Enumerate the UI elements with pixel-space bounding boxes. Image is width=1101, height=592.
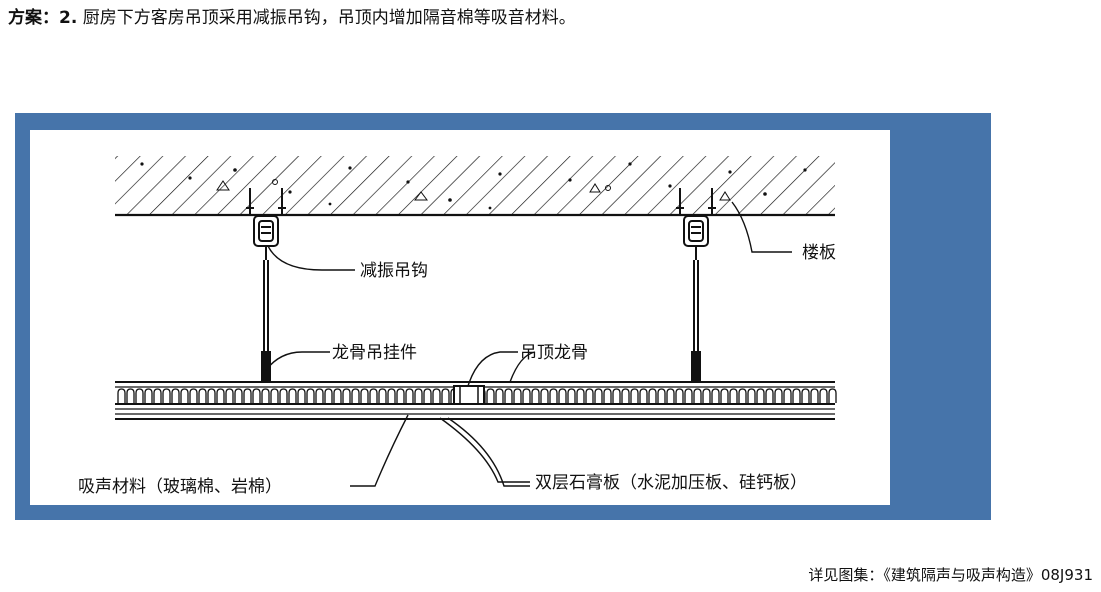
vibration-hanger-left: [246, 188, 286, 381]
label-keel-hanger: 龙骨吊挂件: [332, 343, 417, 363]
aggregate-dots: [140, 162, 807, 210]
heading-number: 2.: [59, 8, 78, 28]
label-ceiling-keel: 吊顶龙骨: [520, 343, 588, 363]
vibration-hanger-right: [676, 188, 716, 381]
label-slab: 楼板: [802, 243, 836, 263]
ceiling-assembly: [115, 381, 837, 420]
label-board: 双层石膏板（水泥加压板、硅钙板）: [535, 472, 807, 493]
page-heading: 方案：2. 厨房下方客房吊顶采用减振吊钩，吊顶内增加隔音棉等吸音材料。: [8, 6, 576, 30]
diagram-svg: 减振吊钩 楼板 龙骨吊挂件 吊顶龙骨 吸声材料（玻璃棉、岩棉） 双层石膏板（水泥…: [78, 156, 837, 497]
label-hanger: 减振吊钩: [360, 261, 428, 281]
ceiling-diagram: 减振吊钩 楼板 龙骨吊挂件 吊顶龙骨 吸声材料（玻璃棉、岩棉） 双层石膏板（水泥…: [30, 130, 890, 505]
heading-prefix: 方案：: [8, 8, 59, 28]
floor-slab: [115, 156, 835, 217]
reference-caption: 详见图集：《建筑隔声与吸声构造》08J931: [808, 566, 1093, 584]
label-absorber: 吸声材料（玻璃棉、岩棉）: [78, 477, 282, 497]
leader-lines: [265, 201, 792, 487]
absorber-layer: [117, 388, 837, 403]
keel-channel: [453, 385, 485, 405]
heading-text: 厨房下方客房吊顶采用减振吊钩，吊顶内增加隔音棉等吸音材料。: [77, 8, 576, 28]
